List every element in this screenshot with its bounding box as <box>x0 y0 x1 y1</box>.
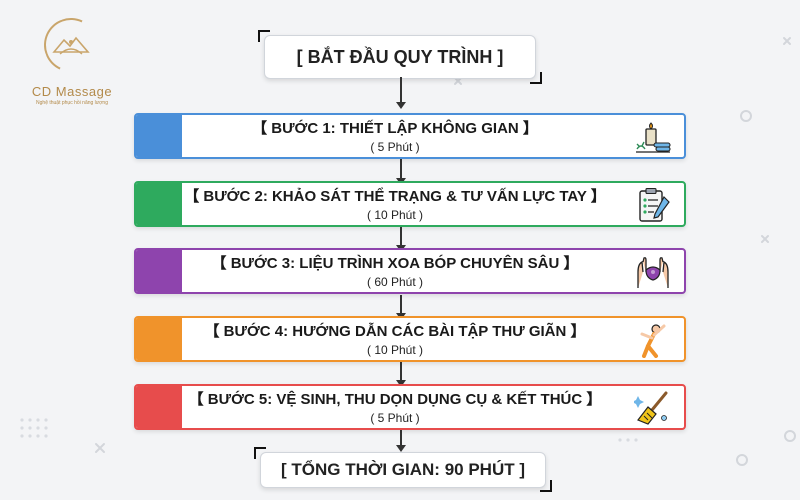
connector-arrow <box>396 380 406 387</box>
cleaning-broom-icon <box>634 391 668 425</box>
step-5-duration: ( 5 Phút ) <box>370 411 420 425</box>
brand-logo: CD Massage Nghệ thuật phục hồi năng lượn… <box>22 10 122 110</box>
step-5-box: 【 BƯỚC 5: VỆ SINH, THU DỌN DỤNG CỤ & KẾT… <box>134 384 686 430</box>
step-3-color-tab <box>136 250 182 292</box>
step-3-title: 【 BƯỚC 3: LIỆU TRÌNH XOA BÓP CHUYÊN SÂU … <box>211 255 579 272</box>
step-2-title: 【 BƯỚC 2: KHẢO SÁT THỂ TRẠNG & TƯ VẤN LỰ… <box>184 188 606 205</box>
start-bracket-tl <box>258 30 270 42</box>
clipboard-icon <box>639 187 670 222</box>
step-4-color-tab <box>136 318 182 360</box>
spa-candle-icon <box>636 122 671 153</box>
step-3-box: 【 BƯỚC 3: LIỆU TRÌNH XOA BÓP CHUYÊN SÂU … <box>134 248 686 294</box>
logo-mountain-icon <box>52 36 90 55</box>
total-bracket-br <box>540 480 552 492</box>
total-time-box: [ TỔNG THỜI GIAN: 90 PHÚT ] <box>260 452 546 488</box>
connector-line <box>400 362 402 381</box>
step-4-duration: ( 10 Phút ) <box>366 343 424 357</box>
step-2-duration: ( 10 Phút ) <box>366 208 424 222</box>
connector-arrow <box>396 102 406 109</box>
connector-line <box>400 430 402 446</box>
step-5-title: 【 BƯỚC 5: VỆ SINH, THU DỌN DỤNG CỤ & KẾT… <box>188 391 602 408</box>
start-process-label: [ BẮT ĐẦU QUY TRÌNH ] <box>296 47 504 67</box>
connector-arrow <box>396 445 406 452</box>
connector-line <box>400 295 402 314</box>
step-2-color-tab <box>136 183 182 225</box>
step-2-box: 【 BƯỚC 2: KHẢO SÁT THỂ TRẠNG & TƯ VẤN LỰ… <box>134 181 686 227</box>
stretching-person-icon <box>640 324 666 358</box>
step-1-duration: ( 5 Phút ) <box>370 140 420 154</box>
step-1-title: 【 BƯỚC 1: THIẾT LẬP KHÔNG GIAN 】 <box>252 120 538 137</box>
logo-tagline: Nghệ thuật phục hồi năng lượng <box>36 100 108 106</box>
step-1-color-tab <box>136 115 182 157</box>
total-time-label: [ TỔNG THỜI GIAN: 90 PHÚT ] <box>280 460 525 479</box>
total-bracket-tl <box>254 447 266 459</box>
step-3-duration: ( 60 Phút ) <box>366 275 424 289</box>
start-process-box: [ BẮT ĐẦU QUY TRÌNH ] <box>264 35 536 79</box>
connector-line <box>400 227 402 246</box>
connector-line <box>400 159 402 179</box>
step-1-box: 【 BƯỚC 1: THIẾT LẬP KHÔNG GIAN 】 ( 5 Phú… <box>134 113 686 159</box>
start-bracket-br <box>530 72 542 84</box>
connector-line <box>400 77 402 103</box>
logo-name: CD Massage <box>31 84 113 99</box>
step-5-color-tab <box>136 386 182 428</box>
step-4-title: 【 BƯỚC 4: HƯỚNG DẪN CÁC BÀI TẬP THƯ GIÃN… <box>204 323 586 340</box>
massage-hands-icon <box>637 257 669 288</box>
step-4-box: 【 BƯỚC 4: HƯỚNG DẪN CÁC BÀI TẬP THƯ GIÃN… <box>134 316 686 362</box>
